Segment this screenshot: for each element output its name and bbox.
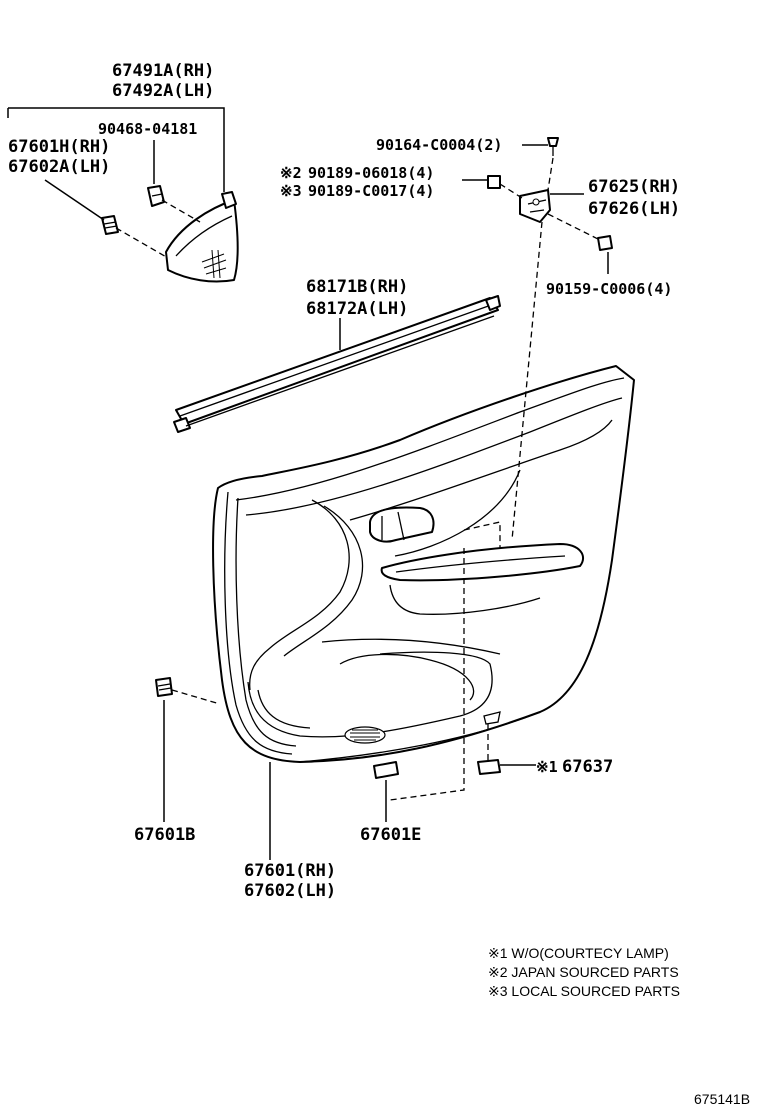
- label-67602: 67602(LH): [244, 881, 336, 901]
- clip-67601b: [155, 677, 173, 697]
- leader-lines: [7, 107, 609, 860]
- label-67601e: 67601E: [360, 825, 421, 845]
- clip-67601h: [101, 215, 119, 235]
- diagram-reference: 675141B: [694, 1091, 750, 1107]
- label-90164: 90164-C0004(2): [376, 136, 502, 154]
- label-67492a: 67492A(LH): [112, 81, 214, 101]
- label-67491a: 67491A(RH): [112, 61, 214, 81]
- corner-cover: [165, 191, 239, 283]
- part-labels: 67491A(RH) 67492A(LH) 90468-04181 67601H…: [8, 61, 680, 901]
- mark-2: ※2: [280, 164, 302, 182]
- clip-67601e: [373, 761, 399, 779]
- label-67601: 67601(RH): [244, 861, 336, 881]
- footnote-1: ※1 W/O(COURTECY LAMP): [488, 945, 669, 961]
- label-68171b: 68171B(RH): [306, 277, 408, 297]
- inner-handle: [369, 506, 435, 543]
- footnote-3: ※3 LOCAL SOURCED PARTS: [488, 983, 680, 999]
- label-67601h: 67601H(RH): [8, 137, 110, 157]
- bracket-67625: [519, 189, 551, 223]
- mark-1: ※1: [536, 758, 558, 776]
- cover-67637: [477, 759, 501, 775]
- label-90189-c0017: 90189-C0017(4): [308, 182, 434, 200]
- door-trim-panel: [212, 365, 635, 763]
- footnote-2: ※2 JAPAN SOURCED PARTS: [488, 964, 679, 980]
- label-67625: 67625(RH): [588, 177, 680, 197]
- nut-90189: [487, 175, 501, 189]
- label-67626: 67626(LH): [588, 199, 680, 219]
- label-67602a: 67602A(LH): [8, 157, 110, 177]
- label-67601b: 67601B: [134, 825, 195, 845]
- weatherstrip: [173, 295, 501, 433]
- clip-90468: [147, 185, 165, 207]
- screw-90164: [547, 137, 559, 156]
- screw-90159: [597, 235, 613, 251]
- label-68172a: 68172A(LH): [306, 299, 408, 319]
- label-90468: 90468-04181: [98, 120, 197, 138]
- label-67637: 67637: [562, 757, 613, 777]
- footnotes: ※1 W/O(COURTECY LAMP) ※2 JAPAN SOURCED P…: [488, 945, 680, 999]
- mark-3: ※3: [280, 182, 302, 200]
- label-90189-06018: 90189-06018(4): [308, 164, 434, 182]
- label-90159: 90159-C0006(4): [546, 280, 672, 298]
- speaker-grille: [344, 726, 386, 744]
